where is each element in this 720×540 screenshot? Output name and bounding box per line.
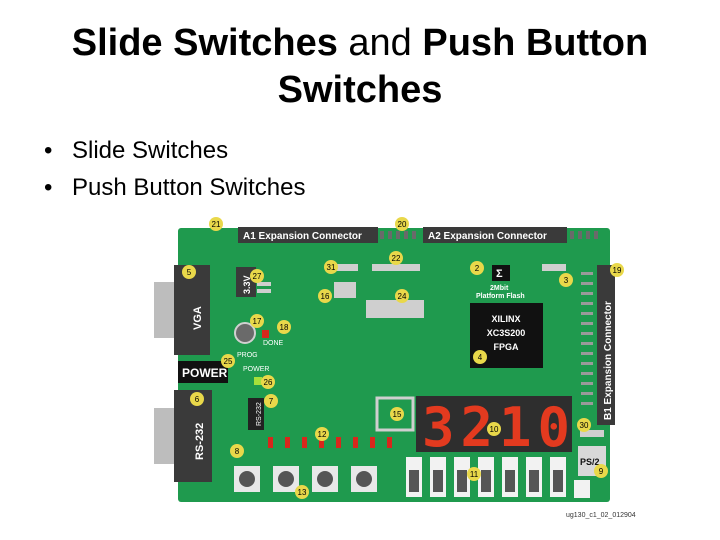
vga-label: VGA <box>192 306 204 330</box>
header-24 <box>366 300 424 318</box>
b1-connector <box>597 265 615 425</box>
a1-connector-label: A1 Expansion Connector <box>243 231 362 242</box>
callout-label: 7 <box>269 397 274 406</box>
fpga-label-2: XC3S200 <box>487 328 526 338</box>
callout-label: 10 <box>490 425 499 434</box>
regulator-label: 3.3V <box>242 275 252 294</box>
callout-label: 16 <box>321 292 330 301</box>
a2-connector-label: A2 Expansion Connector <box>428 231 547 242</box>
header-16 <box>334 282 356 298</box>
power-jack <box>178 361 228 383</box>
b1-connector-label: B1 Expansion Connector <box>603 301 614 420</box>
title-part-2: and <box>348 22 412 64</box>
callout-label: 3 <box>564 276 569 285</box>
vga-connector <box>174 265 210 355</box>
callouts: 21 20 22 5 31 2 19 3 27 16 24 17 18 25 2… <box>182 217 624 499</box>
flash-label-2: Platform Flash <box>476 293 525 300</box>
callout-label: 17 <box>253 317 262 326</box>
header-30 <box>580 430 604 437</box>
callout-label: 19 <box>613 266 622 275</box>
power-led-label: POWER <box>243 366 269 373</box>
top-pin-row <box>380 231 598 239</box>
callout-label: 20 <box>398 220 407 229</box>
sigma-logo-icon: Σ <box>496 268 503 280</box>
rs232-connector <box>174 390 212 482</box>
callout-label: 31 <box>327 263 336 272</box>
bullet-list: Slide Switches Push Button Switches <box>44 132 305 206</box>
prog-button <box>234 322 256 344</box>
figure-id: ug130_c1_02_012904 <box>566 512 636 519</box>
led-row <box>268 437 392 448</box>
a1-connector <box>238 227 378 243</box>
callout-label: 18 <box>280 323 289 332</box>
callout-label: 26 <box>264 378 273 387</box>
callout-label: 25 <box>224 357 233 366</box>
platform-flash-chip <box>492 265 510 281</box>
title-part-1: Slide Switches <box>71 22 338 64</box>
rs232-port-shell <box>154 408 176 464</box>
fpga-label-3: FPGA <box>493 342 519 352</box>
done-led <box>262 330 269 338</box>
clock-socket <box>375 396 415 432</box>
flash-label-1: 2Mbit <box>490 285 509 292</box>
callout-label: 5 <box>187 268 192 277</box>
header-31 <box>336 264 358 271</box>
power-jack-label: POWER <box>182 366 228 380</box>
title-part-4: Switches <box>277 69 443 111</box>
slide-switches <box>406 457 590 498</box>
rs232-chip-label: RS-232 <box>256 402 263 426</box>
callout-label: 9 <box>599 467 604 476</box>
callout-label: 2 <box>475 264 480 273</box>
callout-label: 12 <box>318 430 327 439</box>
callout-label: 21 <box>212 220 221 229</box>
header-3 <box>542 264 566 271</box>
fpga-label-1: XILINX <box>491 314 520 324</box>
prog-label: PROG <box>237 352 258 359</box>
callout-label: 13 <box>298 488 307 497</box>
callout-label: 8 <box>235 447 240 456</box>
rs232-transceiver <box>248 398 264 430</box>
done-label: DONE <box>263 340 284 347</box>
callout-label: 24 <box>398 292 407 301</box>
callout-label: 6 <box>195 395 200 404</box>
callout-label: 27 <box>253 272 262 281</box>
callout-label: 4 <box>478 353 483 362</box>
header-22 <box>372 264 420 271</box>
push-buttons <box>234 466 377 492</box>
vga-port-shell <box>154 282 176 338</box>
bullet-item: Slide Switches <box>44 132 305 169</box>
right-pin-row <box>581 272 593 405</box>
callout-label: 11 <box>470 470 479 479</box>
ps2-label: PS/2 <box>580 457 600 467</box>
callout-label: 22 <box>392 254 401 263</box>
slide-title: Slide Switches and Push Button Switches <box>0 20 720 114</box>
title-part-3: Push Button <box>422 22 649 64</box>
power-led <box>254 377 262 385</box>
bullet-item: Push Button Switches <box>44 169 305 206</box>
callout-label: 30 <box>580 421 589 430</box>
a2-connector <box>423 227 567 243</box>
callout-label: 15 <box>393 410 402 419</box>
rs232-label: RS-232 <box>194 423 206 460</box>
